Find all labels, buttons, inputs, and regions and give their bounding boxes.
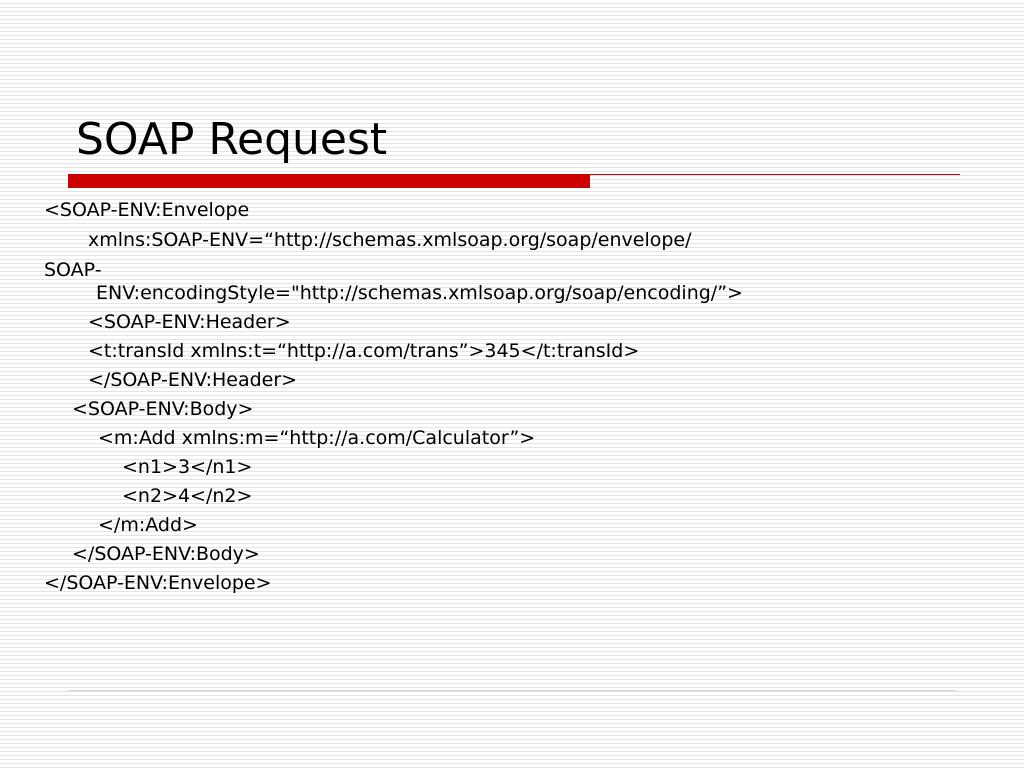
code-line: xmlns:SOAP-ENV=“http://schemas.xmlsoap.o… bbox=[88, 229, 692, 251]
code-line: <SOAP-ENV:Header> bbox=[88, 311, 291, 333]
code-line: SOAP- bbox=[44, 259, 102, 281]
code-line: <m:Add xmlns:m=“http://a.com/Calculator”… bbox=[98, 427, 536, 449]
code-line: </m:Add> bbox=[98, 514, 198, 536]
slide-title: SOAP Request bbox=[76, 114, 388, 165]
code-line: <SOAP-ENV:Body> bbox=[72, 398, 254, 420]
code-line: <t:transId xmlns:t=“http://a.com/trans”>… bbox=[88, 340, 640, 362]
code-line: </SOAP-ENV:Header> bbox=[88, 369, 298, 391]
code-line: ENV:encodingStyle="http://schemas.xmlsoa… bbox=[96, 282, 743, 304]
code-line: <SOAP-ENV:Envelope bbox=[44, 199, 250, 221]
footer-divider bbox=[68, 690, 956, 691]
code-line: <n1>3</n1> bbox=[122, 456, 253, 478]
code-line: <n2>4</n2> bbox=[122, 485, 253, 507]
code-line: </SOAP-ENV:Envelope> bbox=[44, 572, 272, 594]
title-underline-thin bbox=[590, 174, 960, 175]
title-underline-thick bbox=[68, 174, 590, 188]
code-line: </SOAP-ENV:Body> bbox=[72, 543, 260, 565]
